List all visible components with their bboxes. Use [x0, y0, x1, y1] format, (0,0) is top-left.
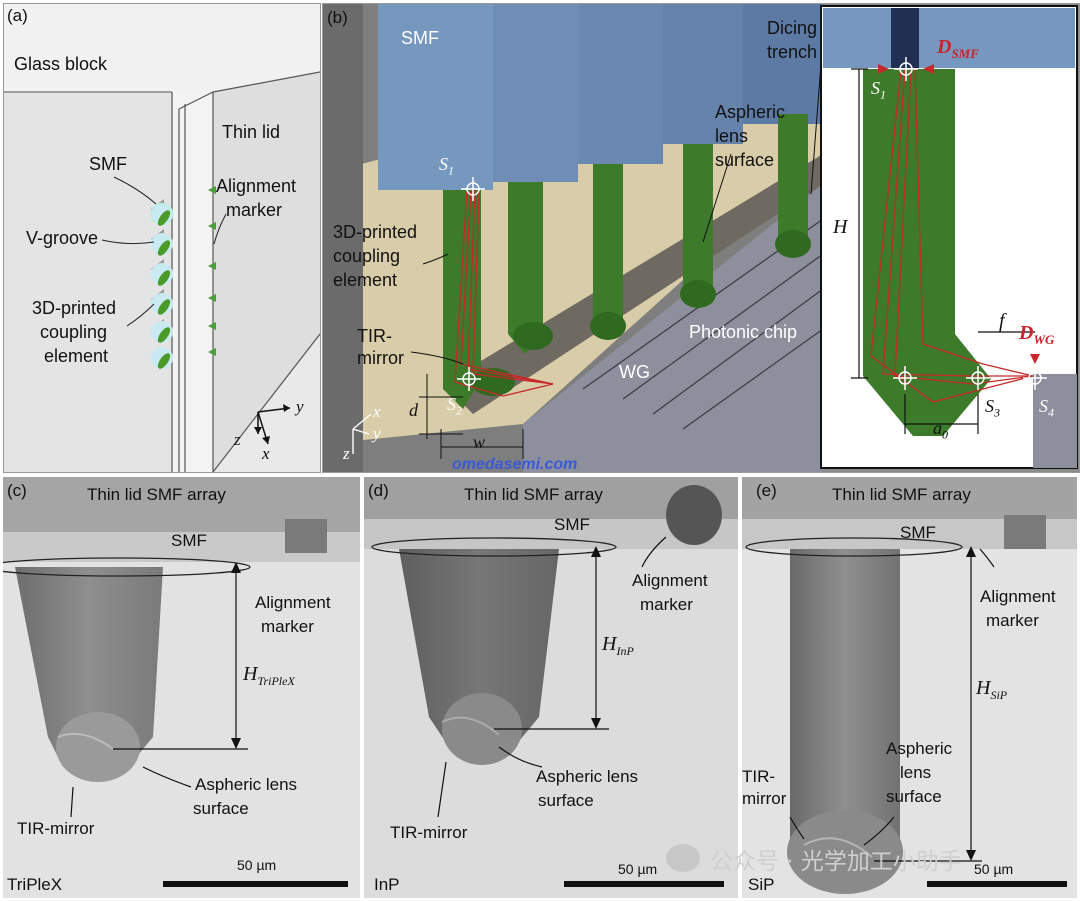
panel-a: (a) Glass block Thin lid SMF Alignment m… — [3, 3, 321, 473]
c-smf-label: SMF — [171, 531, 207, 550]
d-wg-label: DWG — [1019, 322, 1055, 347]
d-h-label: HInP — [602, 633, 634, 658]
panel-c-sem — [3, 477, 360, 898]
d-label: d — [409, 400, 418, 420]
d-aspheric-label-2: surface — [538, 791, 594, 810]
aspheric-label-2: lens — [715, 126, 749, 146]
printed-label-1: 3D-printed — [32, 298, 117, 318]
c-aspheric-label-1: Aspheric lens — [195, 775, 298, 794]
printed-label-3: element — [44, 346, 109, 366]
b-printed-label-3: element — [333, 270, 398, 290]
b-axis-y: y — [373, 424, 381, 443]
panel-b: (b) SMF Dicing trench Aspheric lens surf… — [322, 3, 1080, 473]
panel-d-tag: (d) — [368, 481, 389, 500]
b-printed-label-1: 3D-printed — [333, 222, 418, 242]
axis-z-label: z — [234, 430, 241, 449]
d-smf-label: SMF — [554, 515, 590, 534]
dicing-label-1: Dicing — [767, 18, 818, 38]
axis-triad — [254, 404, 291, 445]
inset-diagram — [820, 5, 1078, 469]
panel-d-sem — [364, 477, 738, 898]
d-lid-array-label: Thin lid SMF array — [464, 485, 603, 504]
d-aspheric-label-1: Aspheric lens — [536, 767, 639, 786]
panel-e-sem — [742, 477, 1077, 898]
b-axis-z: z — [343, 444, 350, 463]
panel-a-drawing — [4, 4, 320, 472]
marker-label: marker — [226, 200, 283, 220]
inset-s1-label: S1 — [871, 78, 886, 102]
panel-a-tag: (a) — [7, 6, 28, 25]
axis-x-label: x — [262, 444, 270, 463]
b-printed-label-2: coupling — [333, 246, 401, 266]
c-scale-label: 50 µm — [237, 857, 277, 873]
e-aspheric-label-3: surface — [886, 787, 942, 806]
d-tir-label: TIR-mirror — [390, 823, 468, 842]
d-smf-label: DSMF — [937, 36, 979, 61]
alignment-label: Alignment — [216, 176, 297, 196]
aspheric-label-3: surface — [715, 150, 775, 170]
wg-label: WG — [619, 362, 650, 382]
wechat-icon — [666, 844, 700, 872]
d-alignment-label: Alignment — [632, 571, 708, 590]
d-scale-label: 50 µm — [618, 861, 658, 877]
e-lid-array-label: Thin lid SMF array — [832, 485, 971, 504]
photonic-chip-label: Photonic chip — [689, 322, 798, 342]
d-material-label: InP — [374, 875, 400, 894]
panel-b-tag: (b) — [327, 8, 348, 27]
printed-label-2: coupling — [40, 322, 108, 342]
e-tir-label-2: mirror — [742, 789, 787, 808]
c-material-label: TriPleX — [7, 875, 63, 894]
b-tir-label-1: TIR- — [357, 326, 392, 346]
smf-fiber-array — [150, 199, 174, 369]
aspheric-label-1: Aspheric — [715, 102, 786, 122]
b-s2-label: S2 — [447, 394, 462, 418]
f-label: f — [999, 310, 1005, 332]
c-tir-label: TIR-mirror — [17, 819, 95, 838]
e-material-label: SiP — [748, 875, 775, 894]
c-aspheric-label-2: surface — [193, 799, 249, 818]
panel-d: (d) Thin lid SMF array SMF Alignment mar… — [364, 477, 738, 898]
inset-s4-label: S4 — [1039, 396, 1054, 420]
inset-s3-label: S3 — [985, 396, 1000, 420]
c-lid-array-label: Thin lid SMF array — [87, 485, 226, 504]
inset-s2-label: S2 — [869, 394, 884, 418]
e-tir-label-1: TIR- — [742, 767, 776, 786]
b-s1-label: S1 — [439, 154, 454, 178]
b-smf-label: SMF — [401, 28, 439, 48]
e-h-label: HSiP — [976, 677, 1008, 702]
wechat-watermark: 公众号 · 光学加工小助手 — [666, 842, 1066, 878]
c-h-label: HTriPleX — [243, 663, 295, 688]
wechat-watermark-text: 公众号 · 光学加工小助手 — [710, 849, 962, 875]
e-alignment-label: Alignment — [980, 587, 1056, 606]
v-groove-label: V-groove — [26, 228, 99, 248]
e-aspheric-label-2: lens — [900, 763, 932, 782]
e-smf-label: SMF — [900, 523, 936, 542]
b-axis-x: x — [373, 402, 381, 421]
a0-label: a0 — [933, 418, 948, 442]
dicing-label-2: trench — [767, 42, 818, 62]
b-tir-label-2: mirror — [357, 348, 404, 368]
c-alignment-label: Alignment — [255, 593, 331, 612]
panel-b-drawing — [323, 4, 1078, 472]
smf-label: SMF — [89, 154, 127, 174]
e-aspheric-label-1: Aspheric — [886, 739, 953, 758]
c-marker-label: marker — [261, 617, 314, 636]
d-marker-label: marker — [640, 595, 693, 614]
axis-y-label: y — [296, 397, 304, 416]
e-scale-label: 50 µm — [974, 861, 1014, 877]
e-marker-label: marker — [986, 611, 1039, 630]
panel-e: (e) Thin lid SMF array SMF Alignment mar… — [742, 477, 1077, 898]
h-label: H — [833, 216, 848, 238]
glass-block-label: Glass block — [14, 54, 108, 74]
panel-c: (c) Thin lid SMF array SMF Alignment mar… — [3, 477, 360, 898]
url-watermark: omedasemi.com — [452, 456, 578, 473]
panel-c-tag: (c) — [7, 481, 27, 500]
thin-lid-label: Thin lid — [222, 122, 281, 142]
w-label: w — [473, 432, 486, 452]
panel-e-tag: (e) — [756, 481, 777, 500]
alignment-markers — [208, 186, 216, 356]
